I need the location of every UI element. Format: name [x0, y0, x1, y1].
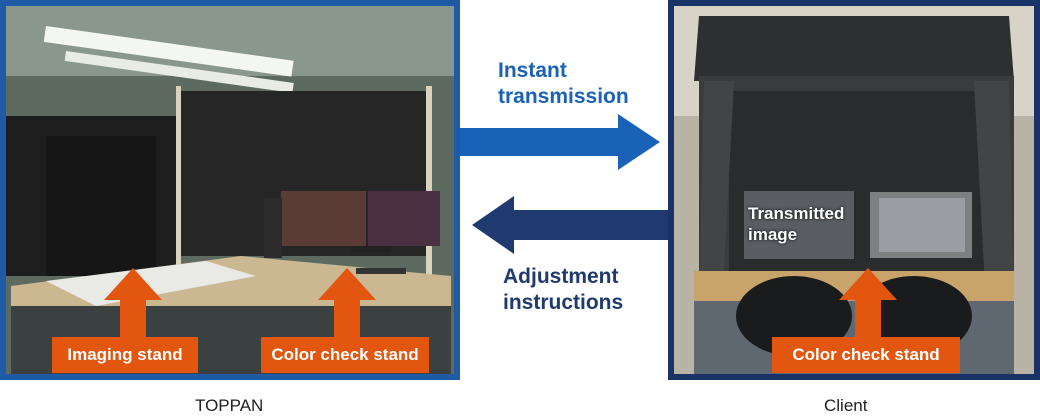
- toppan-photo-panel: Imaging stand Color check stand: [0, 0, 460, 380]
- toppan-studio-photo: [6, 6, 454, 374]
- color-check-stand-tag: Color check stand: [261, 337, 429, 373]
- up-arrow-icon: [318, 268, 376, 338]
- up-arrow-icon: [839, 268, 897, 338]
- imaging-stand-tag: Imaging stand: [52, 337, 198, 373]
- toppan-caption: TOPPAN: [195, 396, 264, 415]
- client-photo-panel: Color check stand: [668, 0, 1040, 380]
- left-arrow-icon: [472, 196, 668, 254]
- right-arrow-icon: [460, 114, 660, 170]
- instant-transmission-text: Instant transmission: [498, 59, 629, 108]
- adjustment-instructions-text: Adjustment instructions: [503, 265, 624, 314]
- client-caption: Client: [824, 396, 868, 415]
- up-arrow-icon: [104, 268, 162, 338]
- adjustment-instructions-label: Adjustment instructions: [503, 264, 633, 316]
- client-booth-photo: [674, 6, 1034, 374]
- instant-transmission-label: Instant transmission: [498, 58, 638, 110]
- client-color-check-stand-tag: Color check stand: [772, 337, 960, 373]
- transmitted-image-label: Transmitted image: [748, 204, 845, 244]
